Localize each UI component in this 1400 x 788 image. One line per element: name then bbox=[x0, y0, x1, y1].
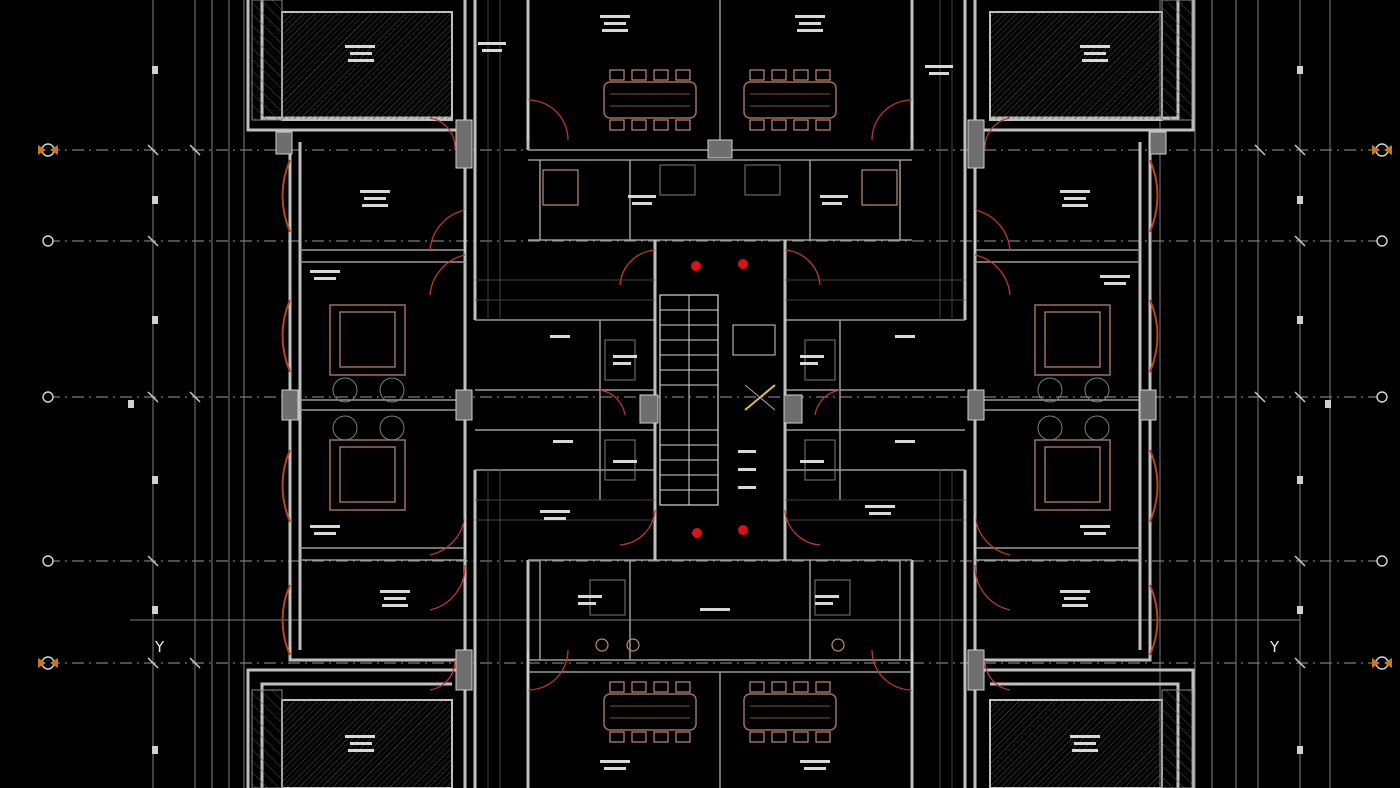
grid-markers-left bbox=[38, 143, 58, 670]
room-labels bbox=[310, 15, 1130, 770]
interior-walls bbox=[300, 0, 1140, 788]
structural-columns bbox=[275, 119, 1167, 691]
axis-marker-right: Y bbox=[1269, 638, 1280, 656]
window-arcs bbox=[281, 159, 1159, 656]
dimension-ticks bbox=[147, 144, 1306, 669]
fire-symbols bbox=[691, 259, 748, 538]
door-swings bbox=[429, 99, 1011, 691]
stair bbox=[659, 294, 776, 506]
dimension-text bbox=[128, 66, 1331, 754]
grid-markers-right bbox=[1372, 143, 1392, 670]
furniture bbox=[329, 69, 1111, 743]
axis-marker-left: Y bbox=[154, 638, 165, 656]
